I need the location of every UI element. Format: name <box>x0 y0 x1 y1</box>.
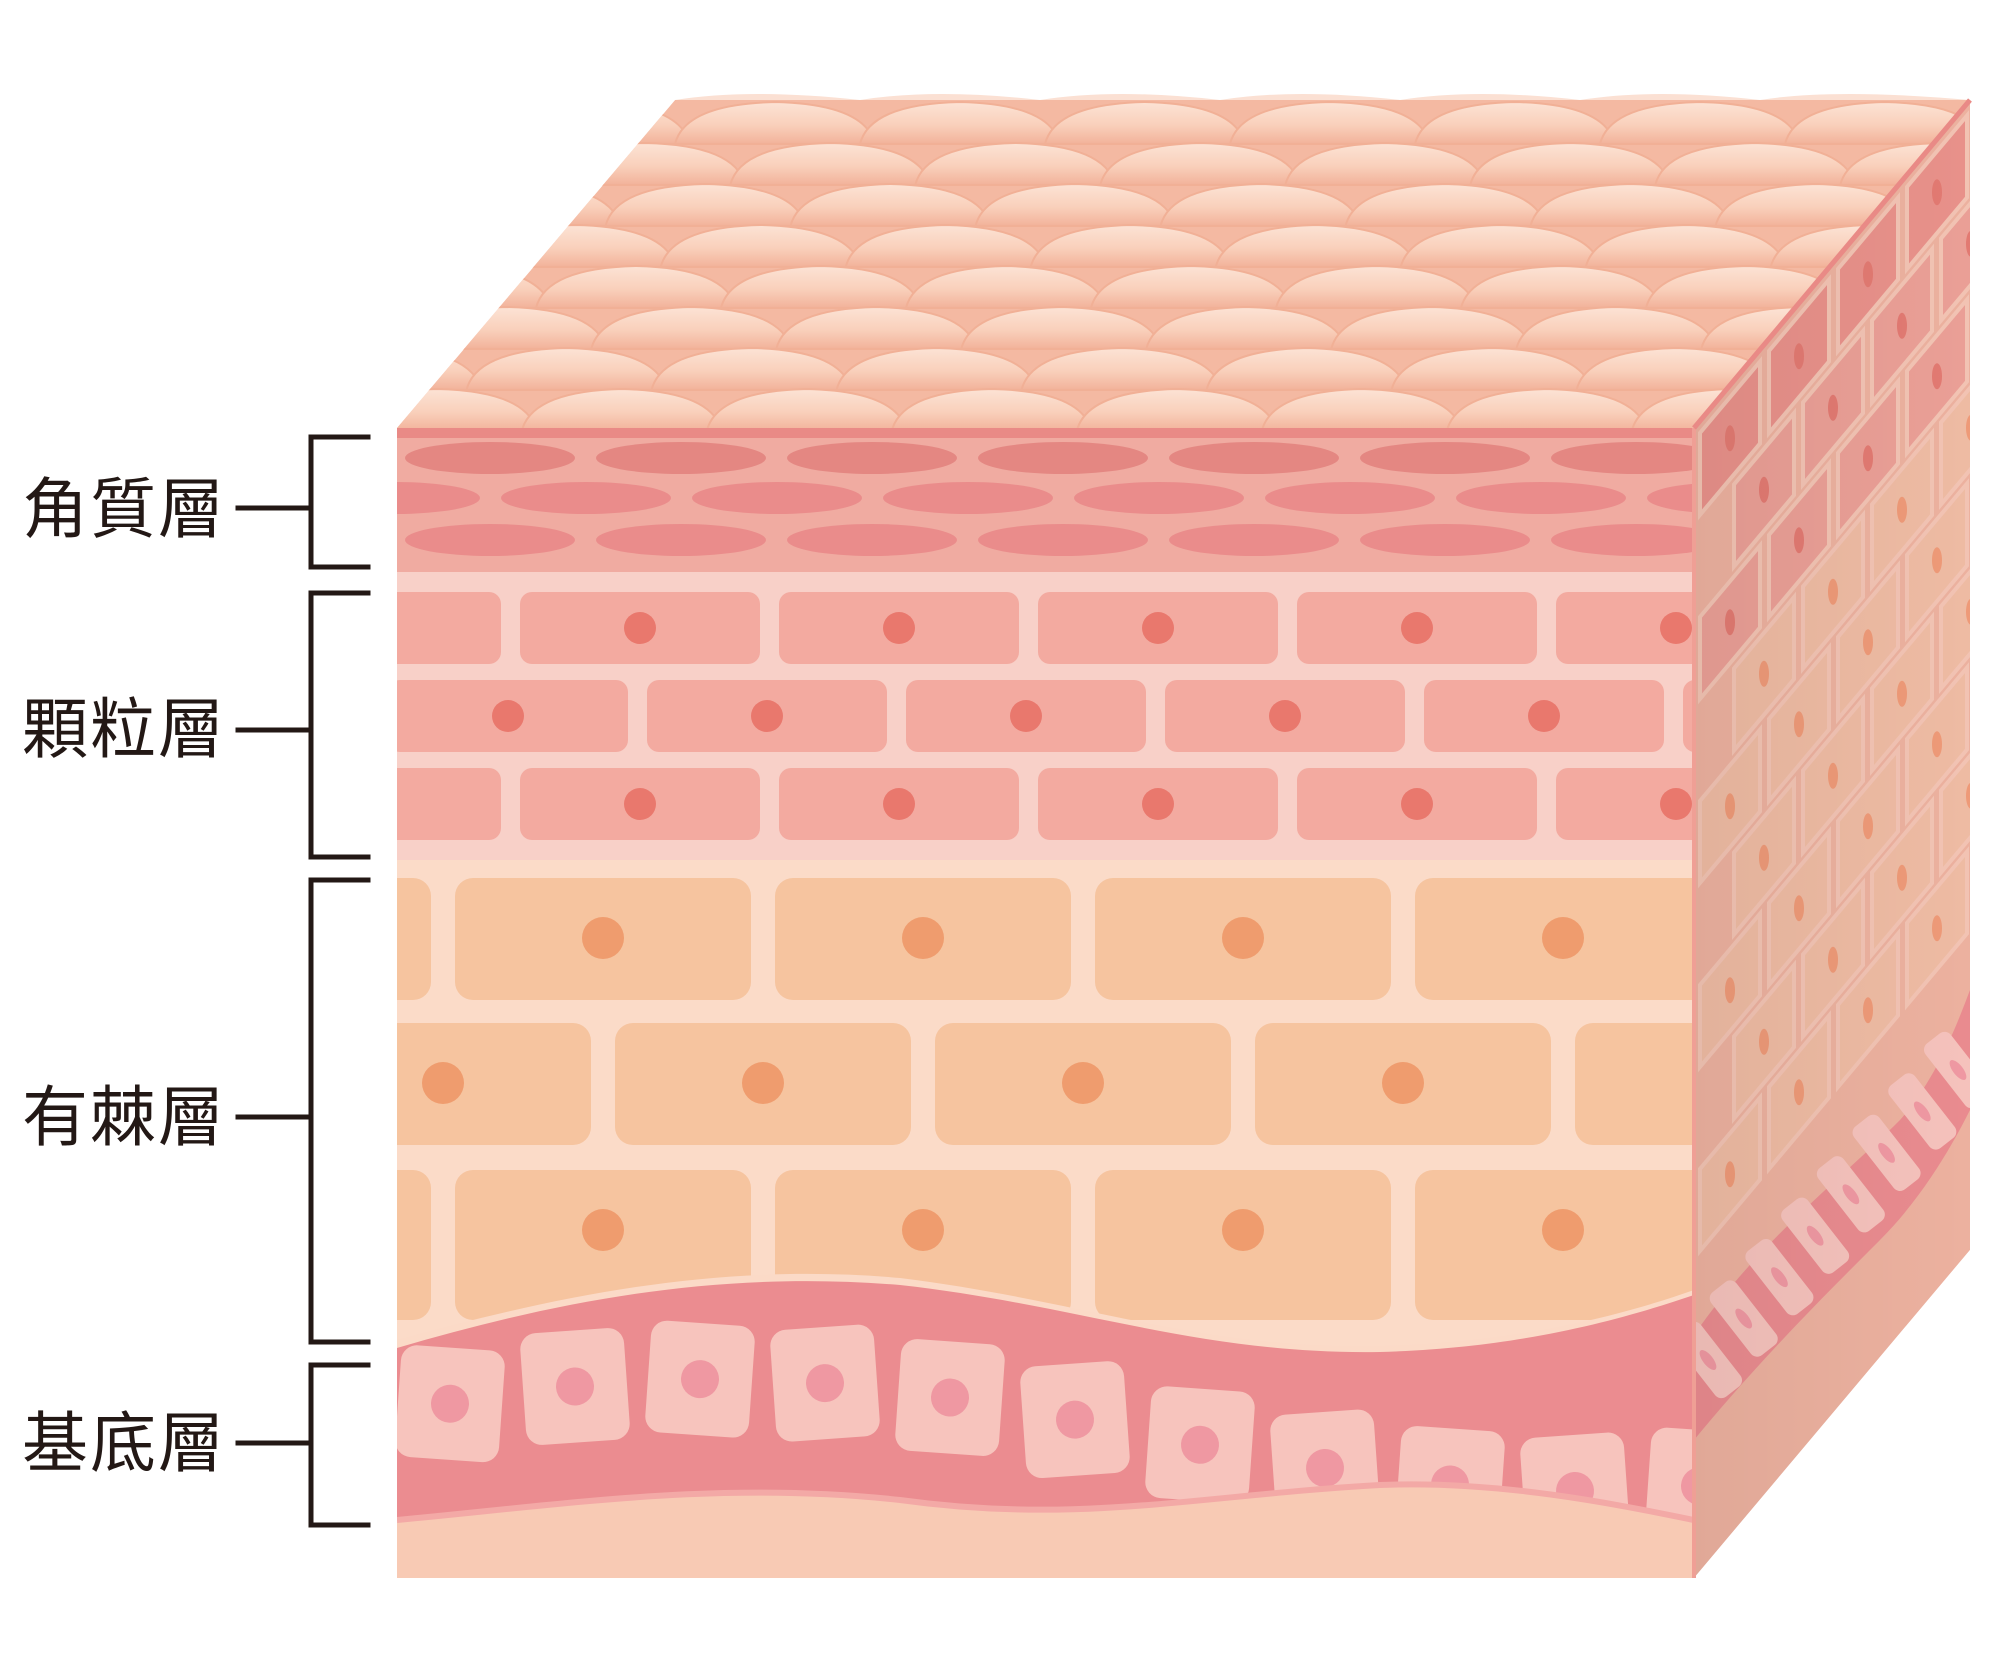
corneum-cell <box>1169 524 1339 556</box>
top-surface-cell <box>282 348 482 390</box>
granulosum-nucleus <box>365 788 397 820</box>
spinosum-nucleus <box>1382 1062 1424 1104</box>
corneum-cell <box>1169 442 1339 474</box>
layer-brackets <box>238 437 368 1525</box>
top-surface-cell <box>1970 102 2000 144</box>
top-surface-cell <box>421 184 621 226</box>
bracket-spinosum <box>238 880 368 1342</box>
granulosum-cell <box>261 768 501 840</box>
spinosum-nucleus <box>582 917 624 959</box>
spinosum-nucleus <box>262 1209 304 1251</box>
granulosum-nucleus <box>883 612 915 644</box>
top-surface-cell <box>351 266 551 308</box>
corneum-cell <box>1360 442 1530 474</box>
corneum-cell <box>883 482 1053 514</box>
granulosum-nucleus <box>624 612 656 644</box>
granulosum-cell <box>261 592 501 664</box>
spinosum-cell <box>135 878 431 1000</box>
spinosum-nucleus <box>582 1209 624 1251</box>
spinosum-nucleus <box>902 1209 944 1251</box>
spinosum-nucleus <box>422 1062 464 1104</box>
corneum-cell <box>405 442 575 474</box>
corneum-top-line <box>397 428 1694 438</box>
basale-cell <box>894 1338 1006 1457</box>
granulosum-nucleus <box>492 700 524 732</box>
granulosum-nucleus <box>1142 612 1174 644</box>
corneum-cell <box>787 524 957 556</box>
bracket-granulosum <box>238 593 368 857</box>
basale-cell <box>1019 1360 1131 1479</box>
spinosum-nucleus <box>1222 1209 1264 1251</box>
granulosum-nucleus <box>1660 612 1692 644</box>
top-face-bumps-edge <box>675 94 1970 100</box>
corneum-cell <box>978 442 1148 474</box>
spinosum-nucleus <box>742 1062 784 1104</box>
granulosum-nucleus <box>1142 788 1174 820</box>
label-stratum-granulosum: 顆粒層 <box>22 690 222 770</box>
basale-cell <box>644 1320 756 1439</box>
corneum-cell <box>596 442 766 474</box>
granulosum-nucleus <box>1401 788 1433 820</box>
granulosum-nucleus <box>751 700 783 732</box>
spinosum-nucleus <box>1542 917 1584 959</box>
granulosum-nucleus <box>1401 612 1433 644</box>
granulosum-nucleus <box>365 612 397 644</box>
granulosum-nucleus <box>883 788 915 820</box>
bracket-corneum <box>238 437 368 567</box>
granulosum-nucleus <box>1269 700 1301 732</box>
corneum-cell <box>596 524 766 556</box>
bracket-basale <box>238 1365 368 1525</box>
corneum-cell <box>692 482 862 514</box>
basale-cell <box>769 1324 881 1443</box>
granulosum-nucleus <box>1528 700 1560 732</box>
corneum-cell <box>1456 482 1626 514</box>
spinosum-nucleus <box>1222 917 1264 959</box>
corneum-cell <box>1360 524 1530 556</box>
spinosum-cell <box>135 1170 431 1320</box>
label-stratum-spinosum: 有棘層 <box>22 1078 222 1158</box>
spinosum-nucleus <box>1542 1209 1584 1251</box>
granulosum-nucleus <box>1660 788 1692 820</box>
corneum-cell <box>405 524 575 556</box>
corneum-cell <box>1265 482 1435 514</box>
granulosum-nucleus <box>624 788 656 820</box>
corneum-cell <box>501 482 671 514</box>
spinosum-nucleus <box>902 917 944 959</box>
corneum-cell <box>787 442 957 474</box>
top-surface-cell <box>490 102 690 144</box>
label-stratum-corneum: 角質層 <box>22 470 222 550</box>
corneum-cell <box>310 482 480 514</box>
basale-cell <box>519 1327 631 1446</box>
corneum-cell <box>978 524 1148 556</box>
spinosum-nucleus <box>262 917 304 959</box>
spinosum-nucleus <box>1062 1062 1104 1104</box>
granulosum-nucleus <box>1010 700 1042 732</box>
label-stratum-basale: 基底層 <box>22 1404 222 1484</box>
basale-cell <box>394 1344 506 1463</box>
corneum-cell <box>1074 482 1244 514</box>
basale-cell <box>1144 1385 1256 1504</box>
